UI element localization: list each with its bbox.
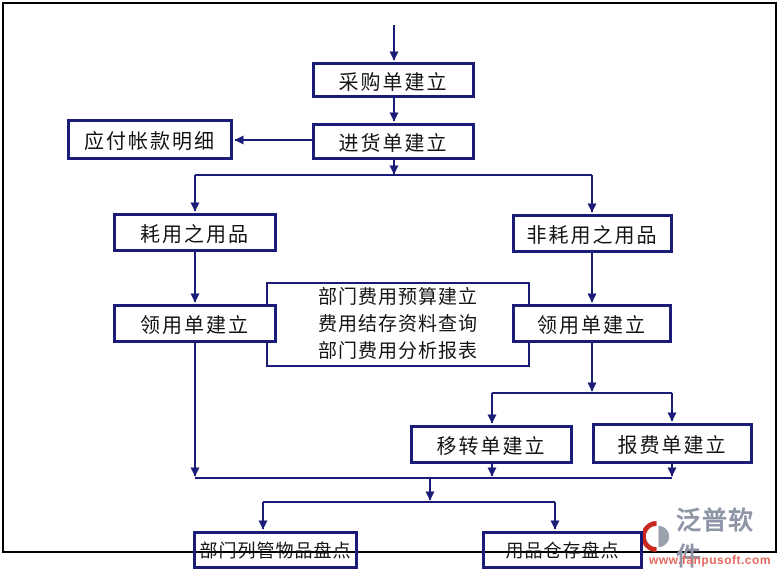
node-expense-report: 报费单建立	[592, 423, 753, 464]
node-consumable-supplies-label: 耗用之用品	[140, 224, 250, 246]
dept-expense-line-2: 费用结存资料查询	[317, 314, 478, 335]
node-dept-item-inventory: 部门列管物品盘点	[193, 531, 358, 569]
node-requisition-left: 领用单建立	[113, 304, 277, 343]
node-transfer-order-label: 移转单建立	[436, 436, 547, 458]
node-non-consumable-supplies-label: 非耗用之用品	[526, 225, 659, 247]
node-transfer-order: 移转单建立	[410, 425, 573, 464]
node-dept-item-inventory-label: 部门列管物品盘点	[199, 541, 352, 561]
fanpu-logo-icon	[643, 521, 670, 552]
fanpu-logo-url: www.fanpusoft.com	[649, 553, 772, 567]
dept-expense-line-3: 部门费用分析报表	[317, 341, 478, 362]
dept-expense-line-1: 部门费用预算建立	[317, 287, 478, 308]
node-requisition-left-label: 领用单建立	[140, 315, 250, 337]
outer-frame	[2, 2, 777, 553]
node-requisition-right-label: 领用单建立	[537, 315, 647, 337]
node-accounts-payable-label: 应付帐款明细	[84, 131, 216, 153]
node-goods-receipt-label: 进货单建立	[338, 133, 449, 155]
node-goods-receipt: 进货单建立	[312, 123, 475, 160]
node-non-consumable-supplies: 非耗用之用品	[512, 214, 673, 253]
fanpu-logo: 泛普软件 www.fanpusoft.com	[643, 507, 778, 571]
node-warehouse-inventory-label: 用品仓存盘点	[505, 541, 620, 561]
node-dept-expense-info: 部门费用预算建立 费用结存资料查询 部门费用分析报表	[266, 282, 530, 367]
node-accounts-payable: 应付帐款明细	[67, 119, 233, 160]
fanpu-logo-text: 泛普软件	[676, 506, 755, 571]
node-expense-report-label: 报费单建立	[617, 435, 728, 457]
node-purchase-order-label: 采购单建立	[338, 71, 449, 94]
node-requisition-right: 领用单建立	[512, 304, 672, 343]
node-purchase-order: 采购单建立	[312, 62, 475, 98]
node-warehouse-inventory: 用品仓存盘点	[482, 531, 643, 569]
node-consumable-supplies: 耗用之用品	[113, 213, 277, 252]
